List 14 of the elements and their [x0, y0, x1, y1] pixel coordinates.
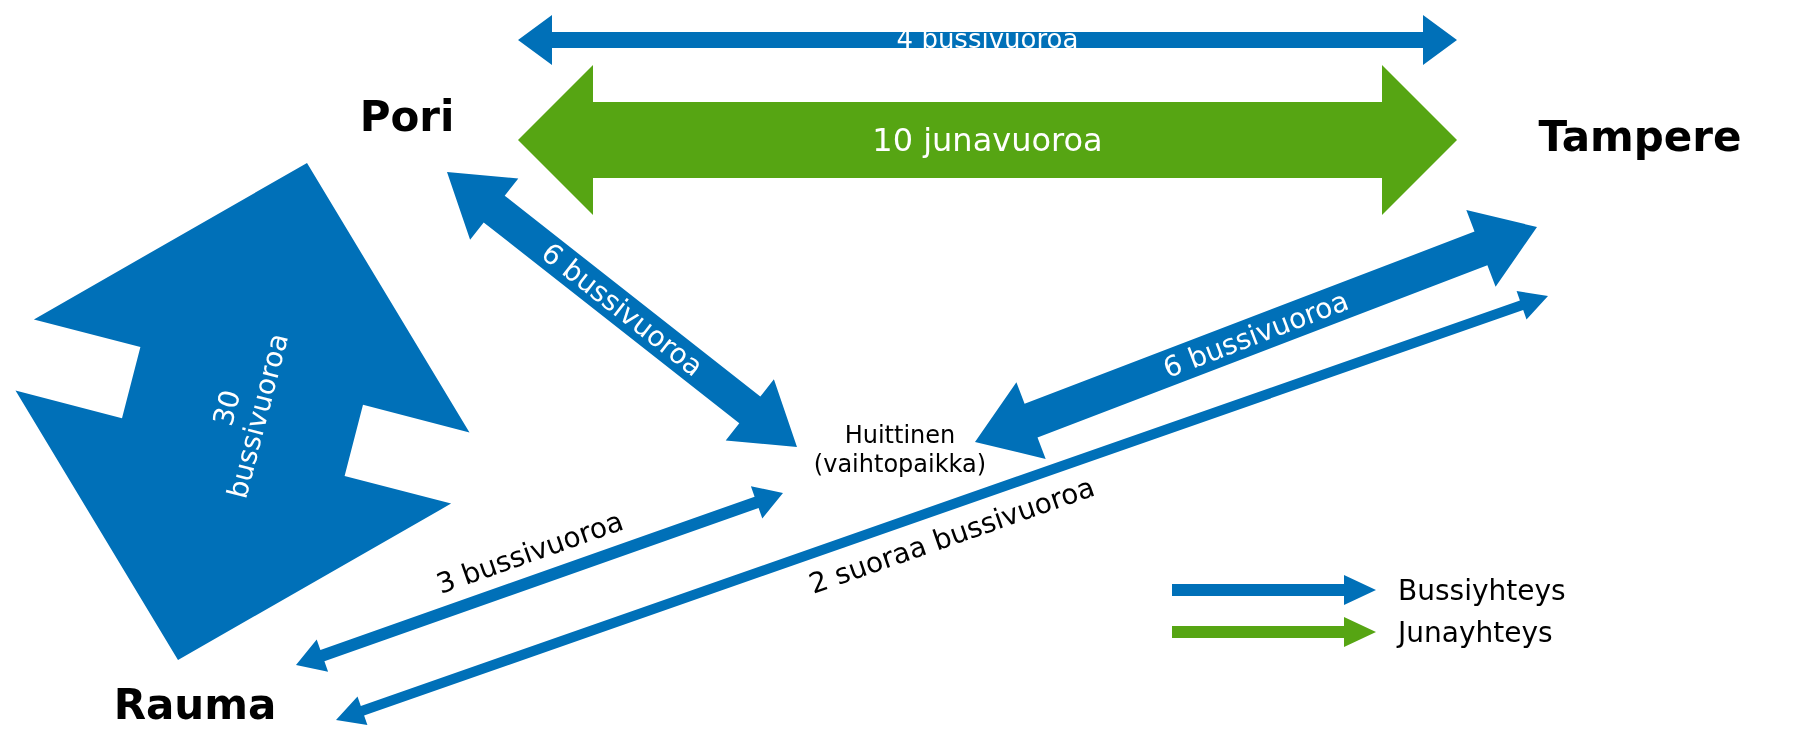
place-name: Tampere: [1520, 111, 1760, 163]
double-arrow: [15, 163, 470, 660]
legend-label: Bussiyhteys: [1398, 573, 1566, 607]
edge-label: 10 junavuoroa: [872, 121, 1103, 159]
legend-label: Junayhteys: [1398, 615, 1553, 649]
place-name: Rauma: [95, 679, 295, 730]
double-arrow: [518, 65, 1457, 215]
place-name: Pori: [327, 91, 487, 143]
double-arrow: [975, 210, 1537, 459]
double-arrow: [336, 291, 1548, 725]
double-arrow: [447, 172, 797, 447]
double-arrow: [518, 15, 1457, 65]
double-arrow: [296, 486, 783, 672]
place-name: Huittinen (vaihtopaikka): [792, 421, 1008, 479]
